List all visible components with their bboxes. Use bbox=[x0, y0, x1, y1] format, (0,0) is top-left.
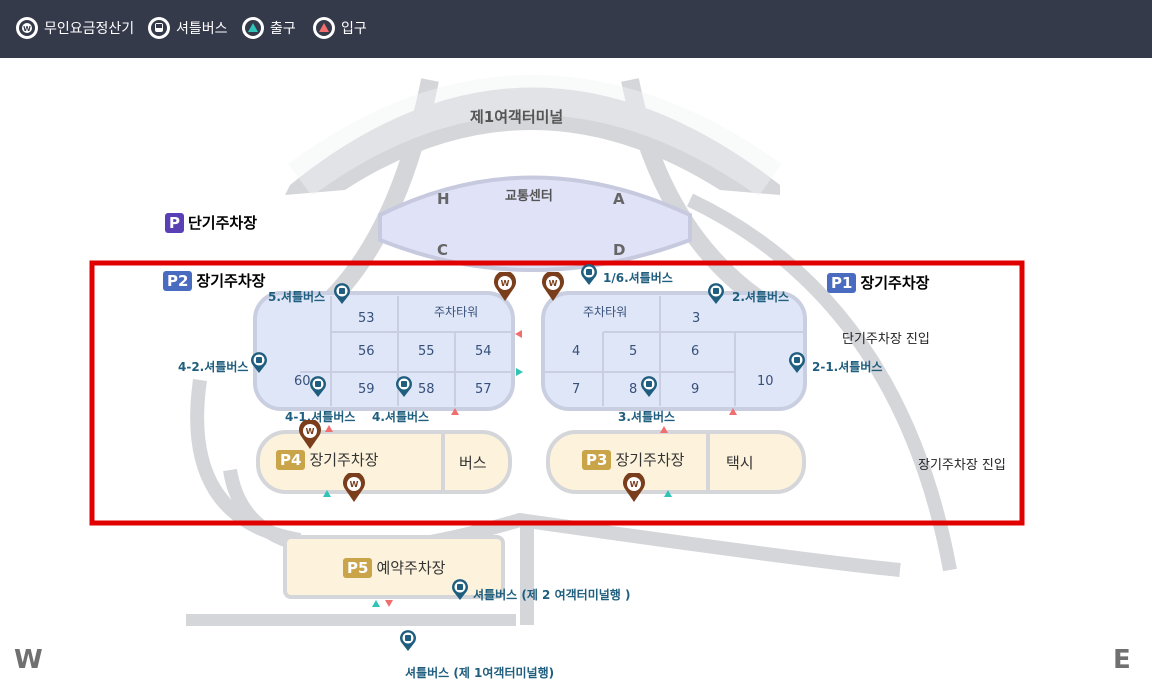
shuttle-stop-5[interactable]: 5.셔틀버스 bbox=[268, 290, 326, 304]
short-term-entry-label: 단기주차장 진입 bbox=[842, 332, 930, 347]
shuttle-t2-label[interactable]: 셔틀버스 (제 2 여객터미널행 ) bbox=[473, 588, 631, 602]
parking-tower-left: 주차타워 bbox=[434, 305, 479, 319]
transport-center-label: 교통센터 bbox=[505, 189, 553, 204]
bus-icon bbox=[148, 17, 170, 39]
zone-56[interactable]: 56 bbox=[358, 344, 375, 359]
legend-exit: 출구 bbox=[242, 15, 296, 41]
zone-57[interactable]: 57 bbox=[475, 382, 492, 397]
payment-machine-icon: W bbox=[16, 17, 38, 39]
zone-55[interactable]: 55 bbox=[418, 344, 435, 359]
svg-text:W: W bbox=[23, 25, 31, 33]
zone-6[interactable]: 6 bbox=[691, 344, 700, 359]
shuttle-stop-4-2[interactable]: 4-2.셔틀버스 bbox=[178, 360, 249, 374]
legend-shuttle: 셔틀버스 bbox=[148, 15, 228, 41]
zone-54[interactable]: 54 bbox=[475, 344, 492, 359]
svg-text:W: W bbox=[501, 279, 510, 288]
shuttle-stop-4-1[interactable]: 4-1.셔틀버스 bbox=[285, 410, 356, 424]
gate-c: C bbox=[437, 241, 449, 259]
zone-58[interactable]: 58 bbox=[418, 382, 435, 397]
shuttle-t1-label[interactable]: 셔틀버스 (제 1여객터미널행) bbox=[405, 666, 555, 680]
zone-59[interactable]: 59 bbox=[358, 382, 375, 397]
legend-label: 무인요금정산기 bbox=[44, 21, 135, 37]
map-graphic bbox=[89, 75, 1025, 626]
gate-h: H bbox=[437, 190, 450, 208]
svg-text:W: W bbox=[549, 279, 558, 288]
long-term-entry-label: 장기주차장 진입 bbox=[918, 458, 1006, 473]
svg-text:W: W bbox=[306, 427, 315, 436]
zone-53[interactable]: 53 bbox=[358, 311, 375, 326]
legend-entrance: 입구 bbox=[313, 15, 367, 41]
east-label: E bbox=[1113, 645, 1131, 675]
shuttle-stop-3[interactable]: 3.셔틀버스 bbox=[618, 410, 676, 424]
exit-triangle-icon bbox=[242, 17, 264, 39]
zone-4[interactable]: 4 bbox=[572, 344, 581, 359]
svg-text:W: W bbox=[630, 480, 639, 489]
gate-d: D bbox=[613, 241, 626, 259]
p3-taxi-label: 택시 bbox=[726, 454, 754, 472]
zone-3[interactable]: 3 bbox=[692, 311, 701, 326]
legend-label: 출구 bbox=[270, 21, 296, 37]
gate-a: A bbox=[613, 190, 625, 208]
zone-10[interactable]: 10 bbox=[757, 374, 774, 389]
legend-label: 입구 bbox=[341, 21, 367, 37]
shuttle-stop-2[interactable]: 2.셔틀버스 bbox=[732, 290, 790, 304]
zone-5[interactable]: 5 bbox=[629, 344, 638, 359]
legend-bar: W 무인요금정산기 셔틀버스 출구 입구 bbox=[0, 0, 1152, 58]
shuttle-stop-2-1[interactable]: 2-1.셔틀버스 bbox=[812, 360, 883, 374]
legend-label: 셔틀버스 bbox=[176, 21, 228, 37]
zone-7[interactable]: 7 bbox=[572, 382, 581, 397]
parking-tower-right: 주차타워 bbox=[583, 305, 628, 319]
terminal-label: 제1여객터미널 bbox=[470, 108, 564, 126]
shuttle-stop-1-6[interactable]: 1/6.셔틀버스 bbox=[603, 271, 673, 285]
zone-60[interactable]: 60 bbox=[294, 374, 311, 389]
west-label: W bbox=[14, 645, 43, 675]
svg-text:W: W bbox=[350, 480, 359, 489]
zone-8[interactable]: 8 bbox=[629, 382, 638, 397]
shuttle-stop-4[interactable]: 4.셔틀버스 bbox=[372, 410, 430, 424]
legend-payment-machine: W 무인요금정산기 bbox=[16, 15, 134, 41]
zone-9[interactable]: 9 bbox=[691, 382, 700, 397]
entrance-triangle-icon bbox=[313, 17, 335, 39]
p4-bus-label: 버스 bbox=[459, 454, 487, 472]
